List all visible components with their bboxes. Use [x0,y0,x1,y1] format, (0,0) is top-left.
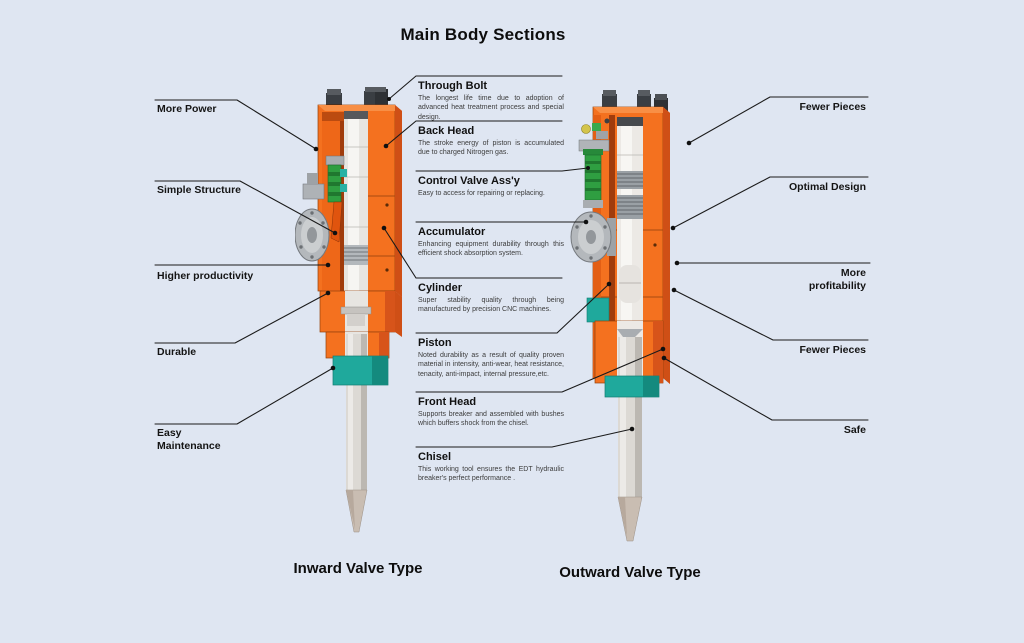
bushing [332,355,389,386]
piston-coil-lower [617,195,643,219]
caption-inward-valve-type: Inward Valve Type [293,560,423,577]
section-description: Noted durability as a result of quality … [418,352,564,378]
page-title: Main Body Sections [400,25,566,44]
section-accumulator: Accumulator Enhancing equipment durabili… [418,226,564,259]
section-title: Piston [418,337,452,349]
section-description: Super stability quality through being ma… [418,297,564,314]
section-front-head: Front Head Supports breaker and assemble… [418,396,564,429]
piston-ribs [344,245,368,265]
accumulator-wheel [295,173,330,262]
section-through-bolt: Through Bolt The longest life time due t… [418,80,564,122]
label-fewer-pieces-bottom: Fewer Pieces [799,344,866,356]
label-higher-productivity: Higher productivity [157,270,254,282]
section-title: Control Valve Ass'y [418,175,520,187]
label-more-profitability: More profitability [808,267,866,292]
section-piston: Piston Noted durability as a result of q… [418,337,564,379]
label-more-power: More Power [157,103,217,115]
section-title: Through Bolt [418,80,488,92]
section-description: The stroke energy of piston is accumulat… [418,140,564,157]
section-description: The longest life time due to adoption of… [418,95,564,121]
section-title: Accumulator [418,226,486,238]
section-control-valve: Control Valve Ass'y Easy to access for r… [418,175,564,198]
section-description: Supports breaker and assembled with bush… [418,411,564,428]
label-safe: Safe [843,424,866,436]
label-simple-structure: Simple Structure [157,184,242,196]
label-fewer-pieces-top: Fewer Pieces [799,101,866,113]
accumulator-disc [570,211,616,263]
section-description: This working tool ensures the EDT hydrau… [418,466,564,483]
piston-coil-upper [617,171,643,189]
chisel-tip [345,489,368,533]
section-description: Easy to access for repairing or replacin… [418,190,545,197]
section-description: Enhancing equipment durability through t… [418,241,564,258]
section-title: Cylinder [418,282,463,294]
piston [617,117,643,329]
label-optimal-design: Optimal Design [788,181,866,193]
section-chisel: Chisel This working tool ensures the EDT… [418,451,564,484]
piston-channel [344,111,368,303]
section-back-head: Back Head The stroke energy of piston is… [418,125,564,158]
bushing [604,375,660,398]
section-title: Back Head [418,125,475,137]
label-durable: Durable [157,346,197,358]
label-easy-maintenance: Easy Maintenance [157,427,221,452]
outward-breaker-illustration [570,90,670,542]
section-title: Chisel [418,451,452,463]
chisel [618,337,642,499]
inward-breaker-illustration [295,87,402,533]
section-title: Front Head [418,396,477,408]
caption-outward-valve-type: Outward Valve Type [559,564,701,581]
section-cylinder: Cylinder Super stability quality through… [418,282,564,315]
chisel-tip [617,496,643,542]
